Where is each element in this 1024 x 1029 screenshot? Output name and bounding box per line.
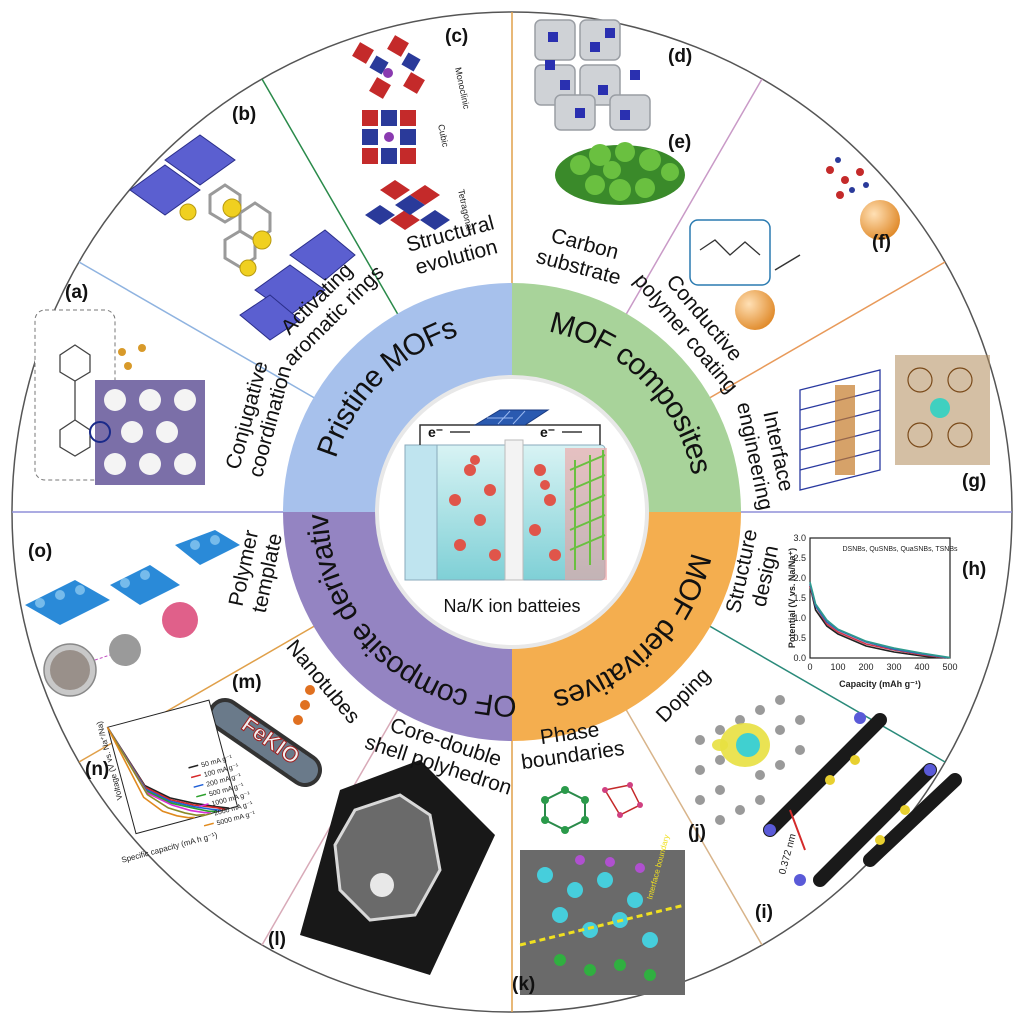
panel-b-art [129, 134, 356, 341]
panel-b-sodium [179, 198, 272, 277]
battery-separator [504, 439, 524, 581]
panel-h-series [809, 581, 951, 659]
panel-f-art [689, 157, 900, 330]
panel-n-series-6 [106, 726, 205, 816]
battery-anode [404, 444, 438, 581]
panel-letter-e: (e) [668, 132, 691, 153]
panel-h-ytick: 1.5 [793, 593, 806, 603]
panel-letter-l: (l) [268, 929, 286, 950]
panel-d-art [534, 19, 651, 131]
panel-h-chart: 0 100 200 300 400 500 0.0 0.5 1.0 1.5 2.0 2.5 3.0 Ca… [787, 533, 958, 689]
panel-letter-i: (i) [755, 902, 773, 923]
panel-letter-o: (o) [28, 541, 52, 562]
panel-h-ytick: 2.5 [793, 553, 806, 563]
battery-cathode-mesh [569, 450, 606, 570]
panel-letter-h: (h) [962, 559, 986, 580]
panel-a-art [34, 309, 205, 485]
battery-ions [449, 455, 561, 561]
panel-l-art [300, 760, 495, 975]
panel-l-core [370, 873, 394, 897]
panel-n-legend-swatch [188, 764, 199, 769]
panel-letter-c: (c) [445, 26, 468, 47]
panel-h-ytick: 3.0 [793, 533, 806, 543]
panel-letter-g: (g) [962, 471, 986, 492]
panel-l-polyhedron [333, 793, 442, 922]
panel-c-monoclinic [352, 35, 425, 99]
panel-h-xlabel: Capacity (mAh g⁻¹) [839, 679, 921, 689]
panel-o-pink-cluster [162, 602, 198, 638]
panel-a-highlight [89, 421, 111, 443]
panel-h-xtick: 400 [914, 662, 929, 672]
panel-n-legend-swatch [201, 812, 212, 817]
panel-o-blue-spheres [25, 530, 240, 625]
panel-h-series-4 [809, 581, 951, 659]
panel-k-art: Interface boundary [519, 782, 686, 995]
panel-h-xtick: 200 [858, 662, 873, 672]
panel-f-sphere-bottom [735, 290, 775, 330]
panel-c-tetragonal [365, 180, 450, 230]
panel-g-art [799, 355, 990, 491]
panel-h-ylabel: Potential (V vs. Na/Na⁺) [787, 548, 797, 648]
panel-h-ytick: 1.0 [793, 613, 806, 623]
electron-right: e⁻ [540, 424, 555, 440]
panel-letter-k: (k) [512, 974, 535, 995]
panel-letters: (a) (b) (c) (d) (e) (f) (g) (h) (i) (j) … [28, 26, 986, 995]
panel-h-ytick: 0.0 [793, 653, 806, 663]
panel-n-series [106, 726, 230, 819]
panel-c-cubic [362, 110, 416, 164]
panel-c-label-cubic: Cubic [436, 123, 451, 148]
electron-left: e⁻ [428, 424, 443, 440]
panel-letter-j: (j) [688, 822, 706, 843]
panel-h-axes [809, 537, 951, 659]
panel-n-axes [106, 699, 239, 835]
center-battery: e⁻ e⁻ Na/K ion batteies [375, 375, 649, 649]
panel-e-art [555, 142, 685, 205]
panel-letter-d: (d) [668, 46, 692, 67]
center-caption: Na/K ion batteies [443, 596, 580, 616]
panel-h-xtick: 0 [807, 662, 812, 672]
panel-h-xtick: 500 [942, 662, 957, 672]
panel-h-legend: DSNBs, QuSNBs, QuaSNBs, TSNBs [842, 546, 958, 553]
panel-h-ytick: 0.5 [793, 633, 806, 643]
panel-letter-a: (a) [65, 282, 88, 303]
panel-k-phases [541, 782, 643, 834]
panel-n-legend-swatch [203, 822, 214, 827]
panel-o-art [25, 530, 240, 697]
panel-letter-n: (n) [85, 759, 109, 780]
panel-n-legend-swatch [193, 783, 204, 788]
panel-o-gray-cluster [109, 634, 141, 666]
panel-letter-m: (m) [232, 672, 262, 693]
panel-h-ytick: 2.0 [793, 573, 806, 583]
panel-f-polymer-box [689, 219, 771, 286]
panel-n-legend-swatch [190, 774, 201, 779]
panel-a-pores [104, 389, 196, 475]
panel-j-art [695, 695, 805, 825]
panel-h-xtick: 300 [886, 662, 901, 672]
panel-a-ions [118, 344, 146, 370]
panel-h-series-1 [809, 585, 937, 659]
panel-n-legend-swatch [196, 793, 207, 798]
battery-cathode [565, 448, 607, 580]
panel-d-cubes [545, 28, 640, 120]
panel-letter-b: (b) [232, 104, 256, 125]
panel-n-legend-swatch [198, 803, 209, 808]
panel-h-ticks: 0 100 200 300 400 500 0.0 0.5 1.0 1.5 2.0 2.5 3.0 [793, 533, 957, 672]
panel-n-series-7 [106, 726, 195, 819]
panel-f-sphere-top [860, 200, 900, 240]
panel-letter-f: (f) [872, 232, 891, 253]
panel-h-xtick: 100 [830, 662, 845, 672]
panel-i-tubes [763, 713, 962, 887]
panel-b-octahedra [129, 134, 356, 341]
